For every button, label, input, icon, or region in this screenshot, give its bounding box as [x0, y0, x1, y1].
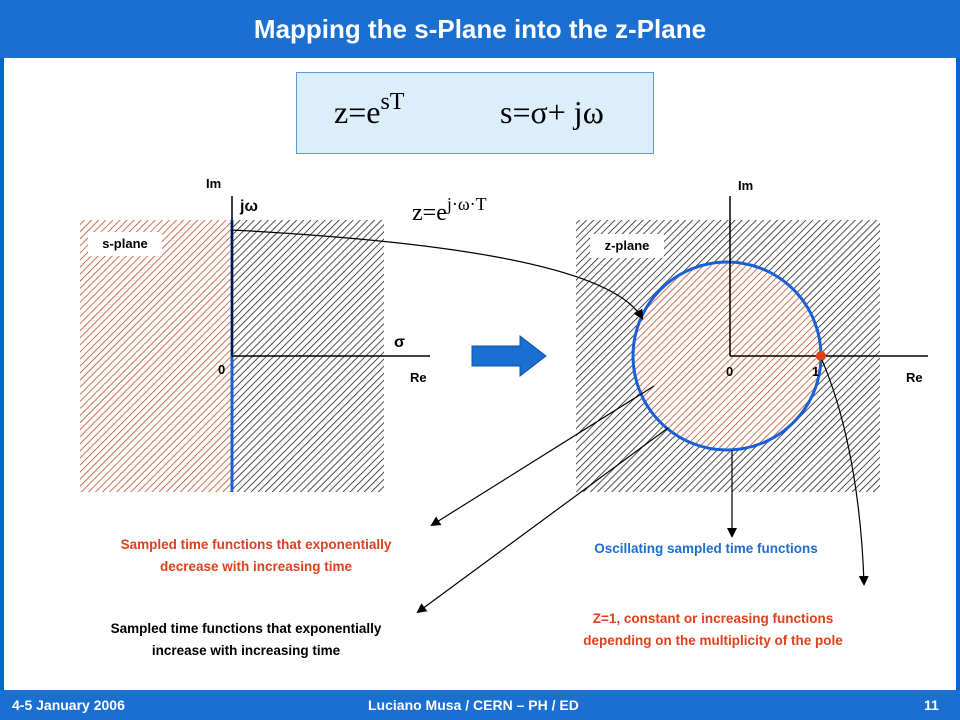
z-equation-lhs: z=e	[334, 94, 381, 130]
mapping-arrow	[471, 334, 547, 378]
caption-oscillating: Oscillating sampled time functions	[594, 541, 818, 556]
z-plane-origin-label: 0	[726, 364, 734, 379]
s-plane-label: s-plane	[88, 232, 162, 256]
caption-constant: Z=1, constant or increasing functions de…	[548, 608, 878, 652]
footer-date: 4-5 January 2006	[12, 697, 125, 713]
unit-circle-inside	[633, 262, 821, 450]
z-plane-one-label: 1	[812, 364, 820, 379]
s-plane-jw-label: jω	[240, 198, 258, 215]
footer: 4-5 January 2006 Luciano Musa / CERN – P…	[0, 690, 960, 720]
pole-at-one	[816, 351, 826, 361]
equation-box	[296, 72, 654, 154]
s-definition: s=σ+ jω	[500, 94, 604, 130]
arrow-to-increase-caption	[416, 427, 669, 614]
arrow-to-decrease-caption	[430, 385, 655, 527]
arrow-to-constant-caption	[821, 359, 869, 586]
caption-decrease-line1: Sampled time functions that exponentiall…	[120, 537, 392, 552]
z-plane-im-label: Im	[738, 178, 754, 193]
z-equation: z=esT	[334, 89, 404, 131]
page-title: Mapping the s-Plane into the z-Plane	[0, 0, 960, 58]
z-plane-re-label: Re	[906, 370, 923, 385]
s-plane-stable-region	[80, 220, 232, 492]
caption-increase-line2: increase with increasing time	[151, 643, 341, 658]
mapping-curve-arrow	[231, 229, 643, 320]
footer-page-number: 11	[924, 697, 939, 713]
caption-constant-line2: depending on the multiplicity of the pol…	[583, 633, 843, 648]
mapping-equation: z=ej·ω·T	[412, 194, 487, 227]
caption-constant-line1: Z=1, constant or increasing functions	[592, 611, 834, 626]
z-plane-label: z-plane	[590, 234, 664, 258]
z-equation-exponent: sT	[380, 89, 405, 115]
mapping-equation-exponent: j·ω·T	[446, 194, 487, 214]
s-plane-sigma-label: σ	[394, 334, 405, 351]
mapping-equation-lhs: z=e	[412, 200, 447, 226]
caption-increase: Sampled time functions that exponentiall…	[76, 618, 416, 662]
caption-decrease-line2: decrease with increasing time	[159, 559, 353, 574]
caption-decrease: Sampled time functions that exponentiall…	[86, 534, 426, 578]
s-plane-re-label: Re	[410, 370, 427, 385]
footer-author: Luciano Musa / CERN – PH / ED	[368, 697, 579, 713]
s-plane-im-label: Im	[206, 176, 222, 191]
s-plane-origin-label: 0	[218, 362, 226, 377]
caption-increase-line1: Sampled time functions that exponentiall…	[110, 621, 382, 636]
